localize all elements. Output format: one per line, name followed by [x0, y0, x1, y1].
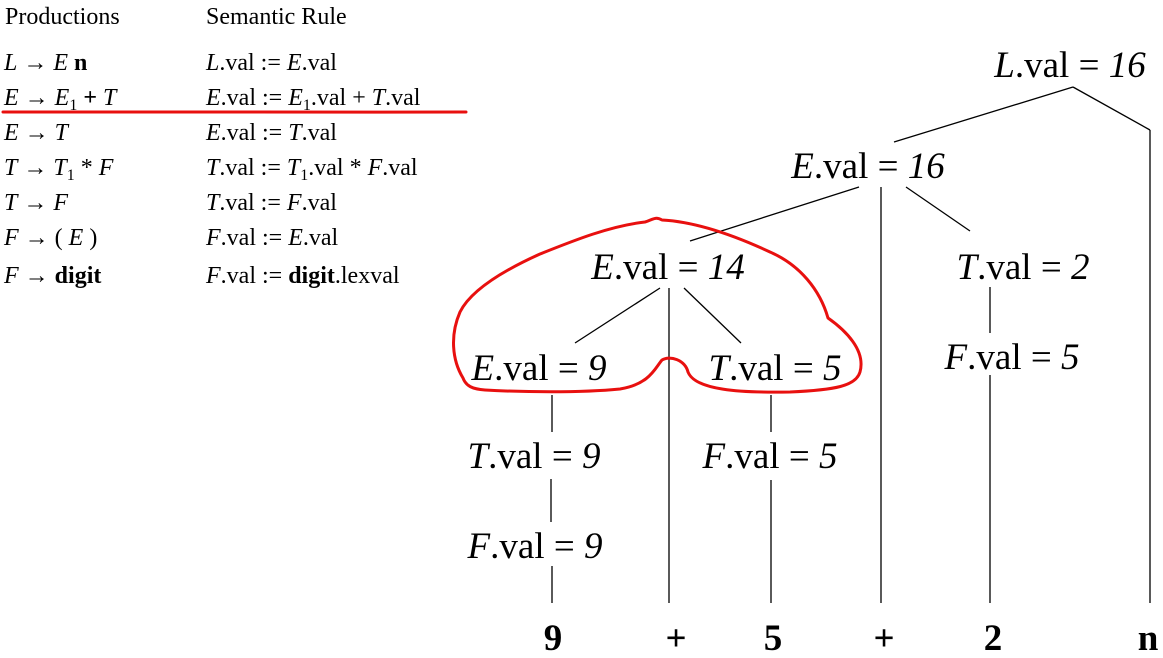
production-5: F → ( E )	[3, 225, 97, 251]
node-l: L.val = 16	[993, 45, 1146, 86]
edge-l-e	[893, 86, 1074, 143]
edge-emid-tmid	[683, 287, 742, 344]
production-6: F → digit	[3, 263, 101, 289]
semantic-rule-3: T.val := T1.val * F.val	[206, 155, 418, 184]
node-f-low9: F.val = 9	[467, 526, 603, 567]
semantic-rule-1: E.val := E1.val + T.val	[205, 85, 421, 114]
productions-header: Productions	[5, 4, 120, 30]
leaf-n: n	[1138, 618, 1159, 658]
semantic-rule-5: F.val := E.val	[205, 225, 339, 251]
leaf-plus1: +	[665, 618, 686, 658]
leaf-9: 9	[544, 618, 563, 658]
node-t-right: T.val = 2	[957, 247, 1090, 288]
tree-nodes: L.val = 16 E.val = 16 E.val = 14 T.val = 2 F…	[467, 45, 1147, 567]
red-circle-annotation	[452, 216, 863, 394]
node-f-right: F.val = 5	[944, 337, 1080, 378]
node-e-top: E.val = 16	[790, 146, 945, 187]
tree-edges	[550, 86, 1151, 603]
edge-etop-tright	[905, 186, 971, 232]
semantic-rule-4: T.val := F.val	[206, 190, 337, 216]
semantic-rule-2: E.val := T.val	[205, 120, 337, 146]
semantic-rule-0: L.val := E.val	[205, 50, 337, 76]
semantic-rule-header: Semantic Rule	[206, 4, 347, 30]
leaf-plus2: +	[873, 618, 894, 658]
production-0: L → E n	[3, 50, 87, 76]
production-3: T → T1 * F	[4, 155, 114, 184]
production-1: E → E1 + T	[3, 85, 118, 114]
node-e-low: E.val = 9	[471, 348, 607, 389]
leaf-2: 2	[984, 618, 1003, 658]
red-annotations	[1, 110, 863, 394]
node-t-mid5: T.val = 5	[709, 348, 842, 389]
edge-emid-elow	[574, 287, 661, 344]
semantic-rule-6: F.val := digit.lexval	[205, 263, 400, 289]
tree-leaves: 9 +5 +2 n	[544, 618, 1159, 658]
edge-etop-emid	[689, 186, 860, 242]
node-f-mid5: F.val = 5	[702, 436, 838, 477]
leaf-5: 5	[764, 618, 783, 658]
node-e-mid: E.val = 14	[590, 247, 744, 288]
production-2: E → T	[3, 120, 70, 146]
grammar-table: Productions Semantic Rule L → E n L.val :…	[3, 4, 421, 289]
node-t-low9: T.val = 9	[468, 436, 601, 477]
edge-l-n	[1072, 86, 1151, 131]
production-4: T → F	[4, 190, 68, 216]
